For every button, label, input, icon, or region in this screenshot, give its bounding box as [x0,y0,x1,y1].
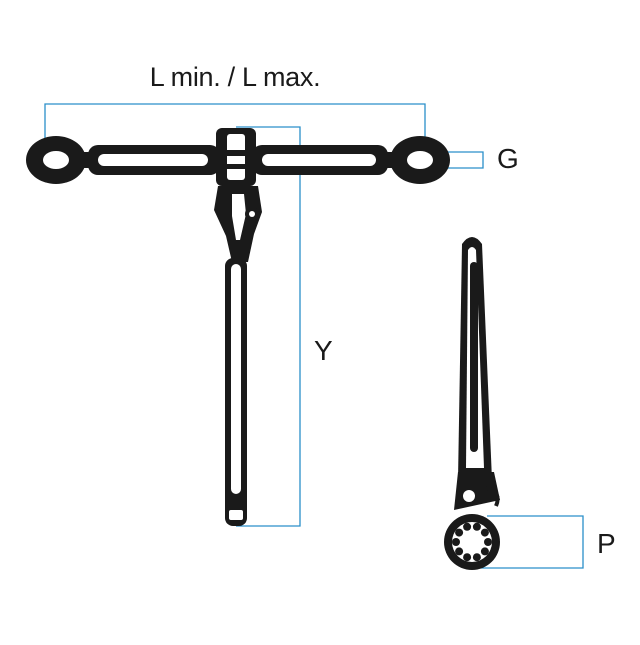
length-dimension-line [44,103,426,160]
ratchet-gear-tooth [455,547,464,556]
dimension-lines [44,103,584,569]
right-barrel-slot [262,154,376,166]
handle-slot [231,264,241,494]
ratchet-gear-tooth [455,528,464,537]
ratchet-pitch-label: P [597,528,616,559]
ratchet-gear-tooth [452,538,460,546]
side-spring [485,486,500,507]
ratchet-head-bar-2 [222,164,250,169]
side-handle-inner [470,262,478,452]
side-pawl-pin [463,490,475,502]
ratchet-gear-tooth [472,522,481,531]
turnbuckle-front-view [26,128,450,526]
ratchet-gear-tooth [484,538,492,546]
ratchet-gear-tooth [472,553,481,562]
pawl-pin-hole [249,211,255,217]
length-label: L min. / L max. [149,62,321,92]
pawl-highlight [232,194,246,240]
handle-end-cap-highlight [229,510,243,520]
left-eye-hole [43,151,69,169]
ratchet-head-window [227,134,245,180]
ratchet-pitch-dimension-line [470,515,584,569]
grip-label: G [497,143,519,174]
ratchet-gear-hole [463,533,481,551]
ratchet-gear-tooth [463,553,472,562]
ratchet-gear-tooth [480,547,489,556]
grip-dimension-line [425,151,484,169]
ratchet-side-view [444,237,500,570]
ratchet-gear-tooth [463,522,472,531]
handle-height-label: Y [314,335,333,366]
left-barrel-slot [98,154,208,166]
ratchet-head-bar [222,150,250,156]
handle-height-dimension-line [236,126,301,527]
right-eye-hole [407,151,433,169]
ratchet-gear-tooth [480,528,489,537]
